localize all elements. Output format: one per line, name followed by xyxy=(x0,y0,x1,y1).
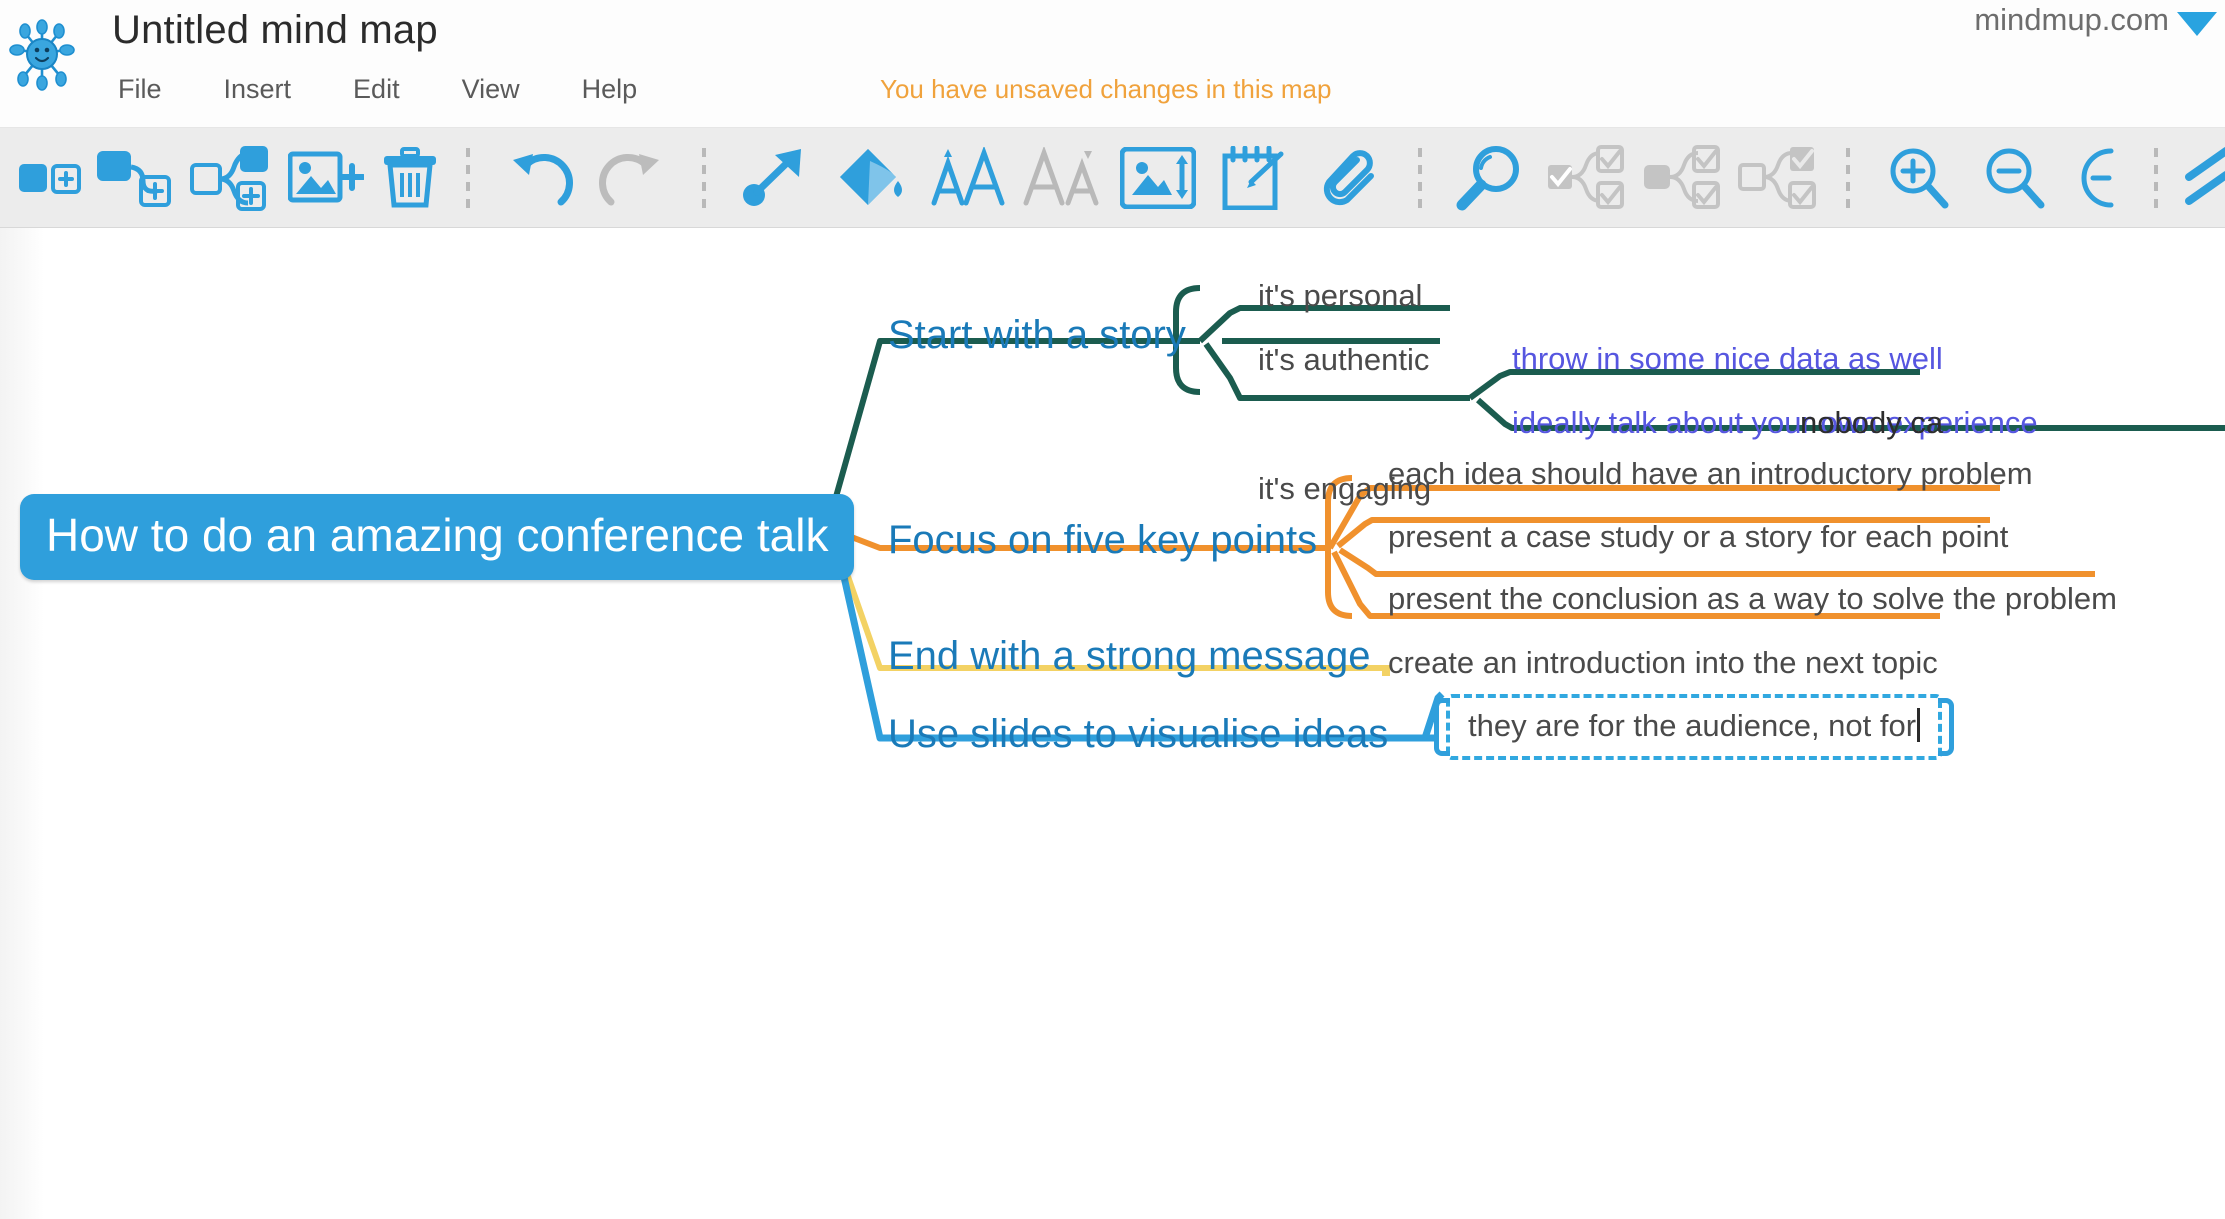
undo-button[interactable] xyxy=(490,135,586,221)
mindmap-node-use-slides-to-visualise-ideas[interactable]: Use slides to visualise ideas xyxy=(888,712,1389,756)
delete-node-button[interactable] xyxy=(374,135,446,221)
menu-item-insert[interactable]: Insert xyxy=(223,74,292,104)
mindmup-spider-logo-icon[interactable] xyxy=(8,18,76,94)
add-connector-button[interactable] xyxy=(726,135,822,221)
menu-bar: File Insert Edit View Help xyxy=(104,74,685,105)
mindmap-node-throw-in-some-nice-data[interactable]: throw in some nice data as well xyxy=(1512,341,1943,376)
collapse-all-button[interactable] xyxy=(2178,135,2225,221)
menu-item-help[interactable]: Help xyxy=(581,74,638,104)
reset-zoom-button[interactable] xyxy=(2062,135,2134,221)
mindmap-canvas[interactable]: How to do an amazing conference talk Sta… xyxy=(0,228,2225,1219)
decrease-font-size-button[interactable] xyxy=(1014,135,1110,221)
mindmap-node-each-idea-introductory-problem[interactable]: each idea should have an introductory pr… xyxy=(1388,456,2033,491)
edit-bracket-right-icon xyxy=(1938,698,1955,756)
add-subtree-button[interactable] xyxy=(182,135,278,221)
mindmap-node-its-personal[interactable]: it's personal xyxy=(1258,278,1423,313)
mindmap-node-its-engaging[interactable]: it's engaging xyxy=(1258,471,1432,506)
add-note-button[interactable] xyxy=(1206,135,1302,221)
mindmap-node-focus-on-five-key-points[interactable]: Focus on five key points xyxy=(888,518,1318,562)
measure-subtree-button[interactable] xyxy=(1730,135,1826,221)
editing-node-text: they are for the audience, not for xyxy=(1468,708,1917,743)
insert-image-button[interactable] xyxy=(278,135,374,221)
search-button[interactable] xyxy=(1442,135,1538,221)
zoom-out-button[interactable] xyxy=(1966,135,2062,221)
app-header: Untitled mind map File Insert Edit View … xyxy=(0,0,2225,128)
mindmap-node-editing-input[interactable]: they are for the audience, not for xyxy=(1434,694,1955,760)
map-title[interactable]: Untitled mind map xyxy=(112,8,438,52)
menu-item-view[interactable]: View xyxy=(461,74,520,104)
redo-button[interactable] xyxy=(586,135,682,221)
mindmap-node-end-with-a-strong-message[interactable]: End with a strong message xyxy=(888,634,1371,678)
mindmap-node-present-the-conclusion[interactable]: present the conclusion as a way to solve… xyxy=(1388,581,2117,616)
mindmap-root-node[interactable]: How to do an amazing conference talk xyxy=(20,494,855,580)
separator-5 xyxy=(2154,147,2158,208)
mindmap-node-nobody-ca[interactable]: nobody ca xyxy=(1800,405,1944,440)
separator-4 xyxy=(1846,147,1850,208)
separator-3 xyxy=(1418,147,1422,208)
edit-bracket-left-icon xyxy=(1434,698,1450,756)
add-child-idea-button[interactable] xyxy=(86,135,182,221)
menu-item-edit[interactable]: Edit xyxy=(353,74,400,104)
menu-item-file[interactable]: File xyxy=(118,74,162,104)
mindmap-node-ideally-talk-about-experience[interactable]: ideally talk about your own experience xyxy=(1512,405,2038,440)
separator-2 xyxy=(702,147,706,208)
increase-font-size-button[interactable] xyxy=(918,135,1014,221)
fill-color-button[interactable] xyxy=(822,135,918,221)
zoom-in-button[interactable] xyxy=(1870,135,1966,221)
add-sibling-idea-button[interactable] xyxy=(14,135,86,221)
brand-label[interactable]: mindmup.com xyxy=(1974,2,2169,37)
mindmap-node-present-a-case-study[interactable]: present a case study or a story for each… xyxy=(1388,519,2009,554)
mindmap-edges xyxy=(826,285,2225,742)
unsaved-changes-message: You have unsaved changes in this map xyxy=(880,74,1332,104)
main-toolbar xyxy=(0,128,2225,228)
mindmap-node-create-an-introduction[interactable]: create an introduction into the next top… xyxy=(1388,645,1938,680)
separator-1 xyxy=(466,147,470,208)
chevron-down-icon[interactable] xyxy=(2177,12,2217,36)
resize-image-button[interactable] xyxy=(1110,135,1206,221)
canvas-left-gutter xyxy=(0,228,44,1219)
measure-selected-button[interactable] xyxy=(1634,135,1730,221)
mindmap-node-its-authentic[interactable]: it's authentic xyxy=(1258,342,1430,377)
text-cursor xyxy=(1917,708,1921,742)
measure-all-button[interactable] xyxy=(1538,135,1634,221)
mindmap-node-start-with-a-story[interactable]: Start with a story xyxy=(888,313,1186,357)
attachment-button[interactable] xyxy=(1302,135,1398,221)
